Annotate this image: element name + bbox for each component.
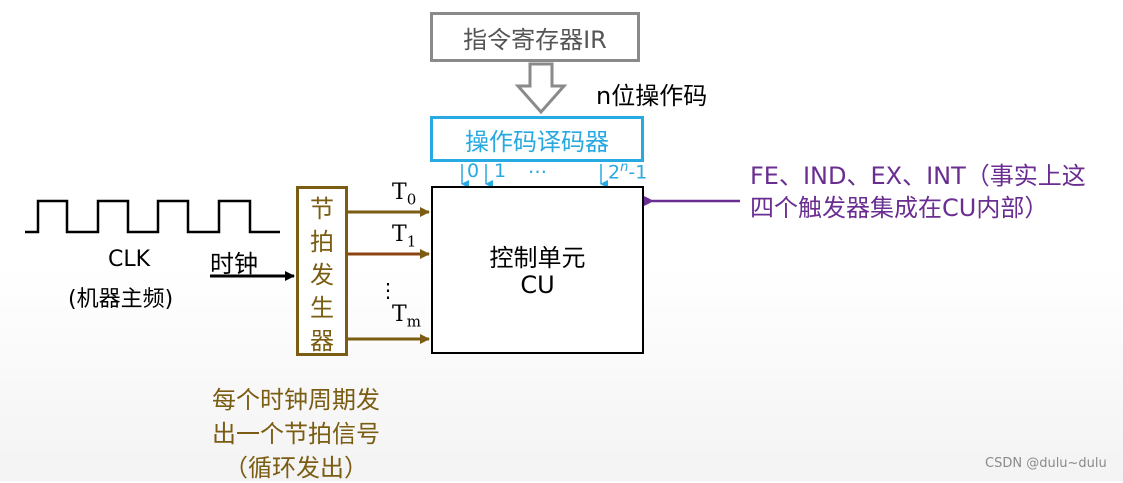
t1-label: T1 <box>392 222 417 251</box>
generator-char-1: 节 <box>310 195 334 223</box>
decoder-output-dots: … <box>528 156 547 178</box>
note-line-2: 出一个节拍信号 <box>212 420 380 448</box>
opcode-arrow <box>514 62 568 115</box>
flip-flops-note: FE、IND、EX、INT（事实上这 四个触发器集成在CU内部） <box>750 160 1086 224</box>
clock-label: 时钟 <box>210 250 258 278</box>
tm-label: Tm <box>392 302 421 331</box>
generator-char-5: 器 <box>310 327 334 355</box>
generator-char-4: 生 <box>310 294 334 322</box>
opcode-decoder-box: 操作码译码器 <box>430 116 644 162</box>
decoder-label: 操作码译码器 <box>465 127 609 156</box>
timing-vdots: ⋮ <box>378 278 398 302</box>
t0-label: T0 <box>392 180 417 209</box>
control-unit-box <box>431 186 644 354</box>
flags-line-1: FE、IND、EX、INT（事实上这 <box>750 162 1086 190</box>
decoder-output-0: 0 <box>467 160 480 182</box>
note-line-1: 每个时钟周期发 <box>212 386 380 414</box>
generator-char-3: 发 <box>310 261 334 289</box>
clk-description: (机器主频) <box>68 287 174 312</box>
control-unit-abbr: CU <box>520 271 555 299</box>
clock-waveform <box>25 199 280 234</box>
flags-line-2: 四个触发器集成在CU内部） <box>750 194 1049 222</box>
beat-generator-box <box>296 186 348 356</box>
ir-label: 指令寄存器IR <box>463 25 607 54</box>
decoder-output-1: 1 <box>494 160 507 182</box>
clk-label: CLK <box>108 247 151 272</box>
generator-char-2: 拍 <box>310 228 334 256</box>
instruction-register-box: 指令寄存器IR <box>430 12 640 62</box>
decoder-output-last: 2n-1 <box>608 160 648 184</box>
control-unit-name: 控制单元 <box>489 244 586 272</box>
note-line-3: （循环发出） <box>224 454 368 482</box>
watermark: CSDN @dulu~dulu <box>985 456 1107 471</box>
opcode-label: n位操作码 <box>596 82 708 110</box>
